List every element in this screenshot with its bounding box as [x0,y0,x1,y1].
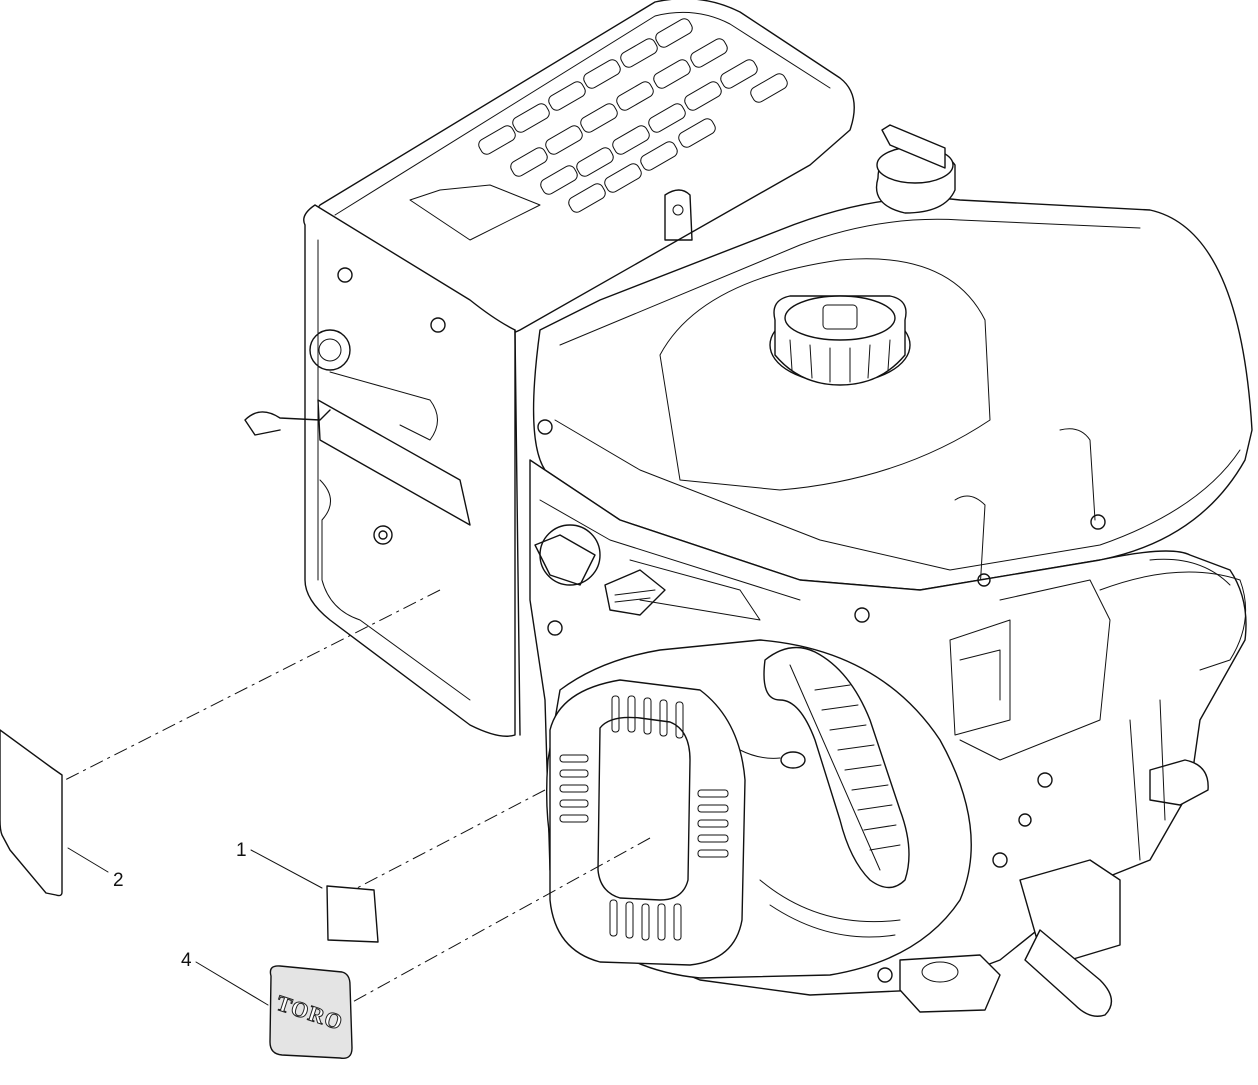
callout-1: 1 [236,840,247,861]
callout-2: 2 [113,870,124,891]
decal-1-shape [326,885,379,943]
decal-icon: TORO [0,729,379,1059]
air-cleaner-icon [244,0,855,737]
recoil-starter-icon [545,639,972,979]
engine-icon [244,0,1253,1017]
grille-slots [559,695,729,941]
vent-slots [478,18,788,213]
fuel-tank [532,124,1253,591]
decal-4-logo: TORO [269,965,353,1059]
oil-cap-icon [875,124,956,214]
decal-2-shape [0,729,63,897]
callout-4: 4 [181,950,192,971]
leader-lines [64,589,651,1011]
callouts: 2 1 4 [67,840,323,1006]
fuel-cap-icon [769,295,911,386]
